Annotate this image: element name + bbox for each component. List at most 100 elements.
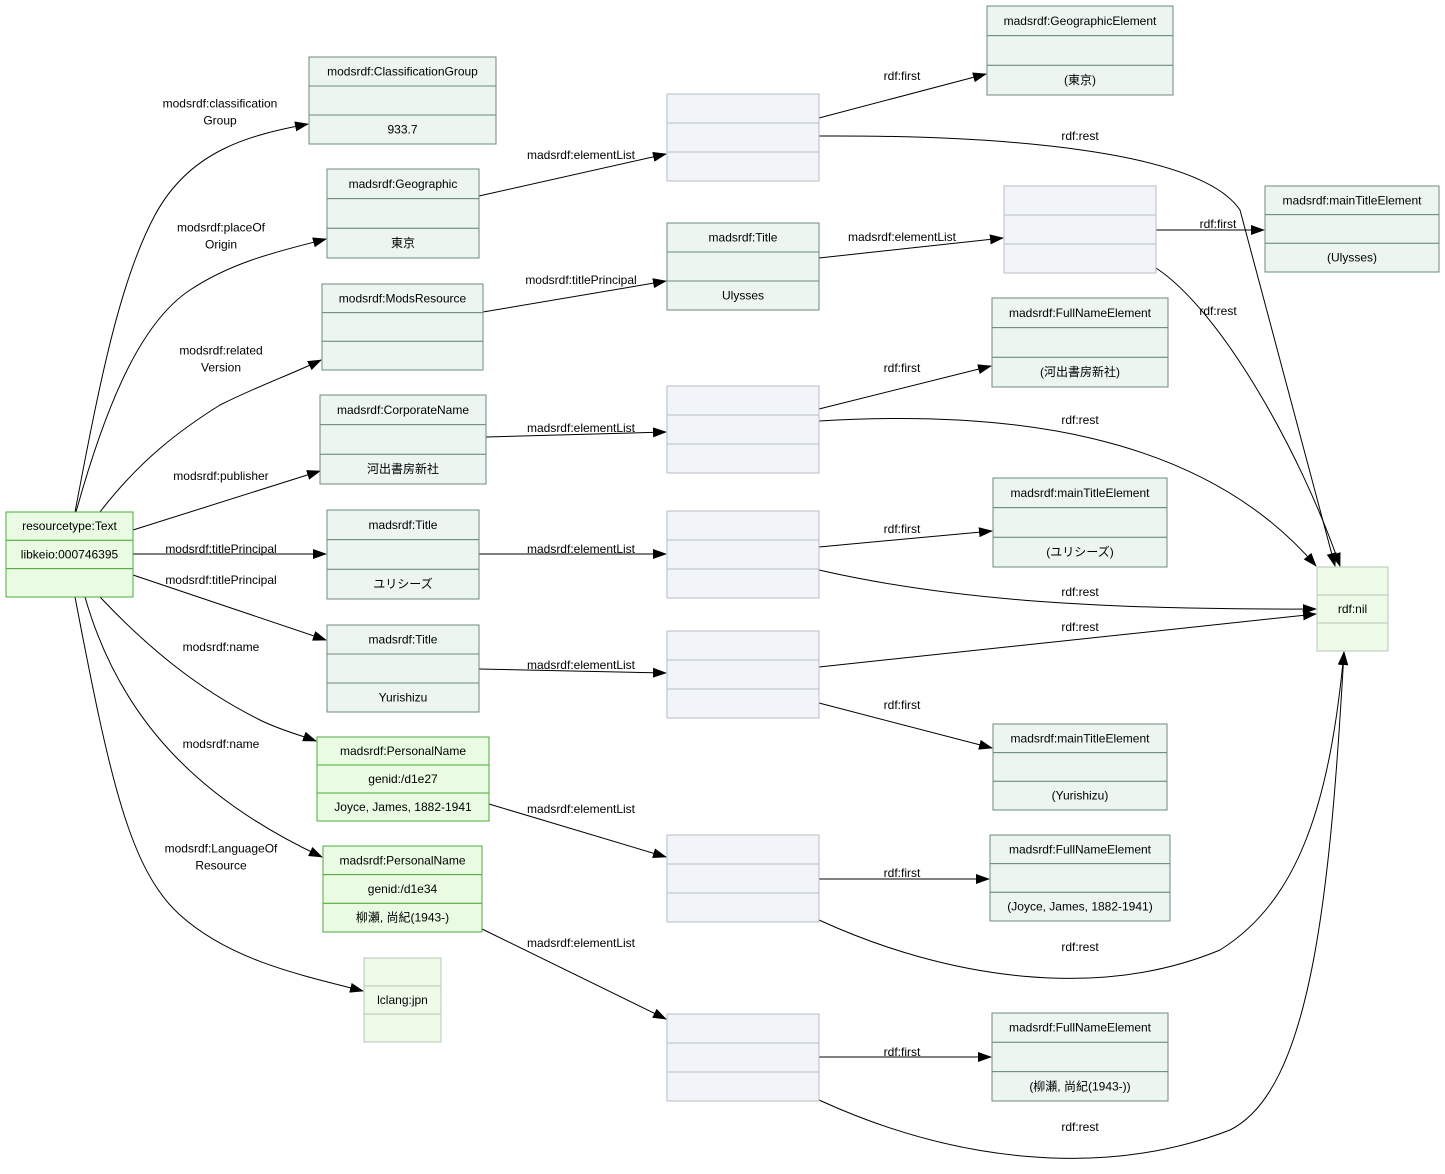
node-cell: [308, 56, 497, 87]
edge-line: [818, 72, 987, 119]
node-cell: [666, 630, 820, 661]
edge-label: rdf:rest: [1061, 413, 1099, 427]
edge-line: [818, 364, 992, 410]
node-cell-label: modsrdf:ModsResource: [339, 291, 467, 305]
node-cell-label: Ulysses: [722, 289, 764, 303]
node-root: resourcetype:Text libkeio:000746395: [5, 511, 134, 598]
edge-line: [132, 574, 327, 641]
node-cell-label: madsrdf:mainTitleElement: [1011, 486, 1151, 500]
edge-line: [75, 237, 327, 513]
node-cell: [319, 424, 487, 455]
edge-label: rdf:rest: [1061, 1120, 1099, 1134]
edge-e23: rdf:rest: [818, 413, 1317, 567]
edge-e20: rdf:first: [1156, 217, 1265, 235]
edge-label: rdf:rest: [1061, 585, 1099, 599]
node-cell: [1003, 214, 1157, 245]
node-cell-label: madsrdf:FullNameElement: [1009, 306, 1152, 320]
node-cell-label: madsrdf:FullNameElement: [1009, 1021, 1152, 1035]
node-cell: [322, 874, 483, 904]
node-nil: rdf:nil: [1316, 566, 1389, 652]
edge-label: rdf:first: [884, 866, 921, 880]
edges-layer: modsrdf:classificationGroupmodsrdf:place…: [74, 69, 1349, 1159]
node-cell: [326, 227, 480, 259]
node-mte_ulysses: madsrdf:mainTitleElement(Ulysses): [1264, 185, 1440, 273]
node-cell-label: madsrdf:Title: [369, 518, 438, 532]
node-cell: [363, 1013, 442, 1043]
edge-label: rdf:first: [884, 698, 921, 712]
node-cell-label: 933.7: [387, 123, 417, 137]
edge-e22: rdf:first: [818, 361, 992, 410]
edge-label: Resource: [195, 859, 247, 873]
node-cell: [992, 477, 1168, 509]
edge-label: rdf:first: [1200, 217, 1237, 231]
node-list_geo: [666, 93, 820, 182]
node-cell: [989, 834, 1171, 865]
node-cell: [1003, 243, 1157, 274]
edge-line: [818, 527, 993, 548]
edge-line: [478, 667, 667, 678]
node-cell-label: madsrdf:PersonalName: [339, 853, 465, 867]
node-cell-label: (Ulysses): [1327, 251, 1377, 265]
node-cell-label: (東京): [1064, 73, 1096, 87]
node-cell-label: (Yurishizu): [1052, 789, 1109, 803]
edge-e31: rdf:rest: [818, 651, 1349, 1159]
node-modsresource: modsrdf:ModsResource: [321, 283, 484, 371]
edge-line: [74, 596, 364, 993]
edge-e14: madsrdf:elementList: [478, 658, 667, 678]
edge-e16: madsrdf:elementList: [481, 928, 667, 1020]
edge-label: madsrdf:elementList: [527, 802, 636, 816]
edge-e30: rdf:first: [819, 1045, 992, 1062]
edge-label: madsrdf:elementList: [527, 421, 636, 435]
edge-label: rdf:rest: [1061, 129, 1099, 143]
edge-line: [1155, 267, 1341, 567]
node-list_corp: [666, 385, 820, 474]
node-cell: [992, 752, 1168, 782]
edge-label: madsrdf:elementList: [527, 658, 636, 672]
node-cell: [666, 122, 820, 153]
node-cell: [991, 1041, 1169, 1073]
edge-e12: madsrdf:elementList: [485, 421, 667, 438]
node-fne_corp: madsrdf:FullNameElement(河出書房新社): [991, 297, 1169, 388]
edge-e28: rdf:first: [819, 866, 990, 884]
node-cell-label: madsrdf:Geographic: [349, 177, 458, 191]
node-cell: [1264, 214, 1440, 244]
edge-e21: rdf:rest: [1155, 267, 1341, 567]
node-cell: [319, 453, 487, 485]
node-cell: [326, 198, 480, 229]
edge-e26: rdf:rest: [818, 610, 1317, 668]
edge-label: modsrdf:name: [183, 640, 260, 654]
node-cell-label: 柳瀬, 尚紀(1943-): [356, 911, 449, 925]
edge-label: modsrdf:name: [183, 737, 260, 751]
node-cell-label: Yurishizu: [379, 691, 428, 705]
node-cell-label: resourcetype:Text: [22, 519, 117, 533]
nodes-layer: resourcetype:Text libkeio:000746395 modsrd…: [5, 5, 1440, 1102]
edge-e6: modsrdf:titlePrincipal: [132, 573, 327, 641]
node-cell: [5, 568, 134, 598]
node-cell-label: libkeio:000746395: [21, 548, 119, 562]
edge-label: Group: [203, 114, 237, 128]
edge-label: rdf:first: [884, 361, 921, 375]
edge-line: [818, 135, 1337, 567]
edge-label: rdf:rest: [1199, 304, 1237, 318]
node-cell: [666, 539, 820, 570]
node-cell: [308, 85, 497, 116]
node-lang: lclang:jpn: [363, 957, 442, 1043]
node-cell: [1264, 185, 1440, 216]
edge-line: [482, 278, 667, 313]
node-cell: [992, 536, 1168, 568]
node-fne_p2: madsrdf:FullNameElement(柳瀬, 尚紀(1943-)): [991, 1012, 1169, 1102]
node-mte_yu: madsrdf:mainTitleElement(ユリシーズ): [992, 477, 1168, 568]
node-cell: [991, 1012, 1169, 1043]
edge-e17: madsrdf:elementList: [818, 230, 1004, 259]
edge-label: rdf:first: [884, 1045, 921, 1059]
edge-e7: modsrdf:name: [99, 596, 317, 742]
edge-line: [488, 803, 667, 859]
